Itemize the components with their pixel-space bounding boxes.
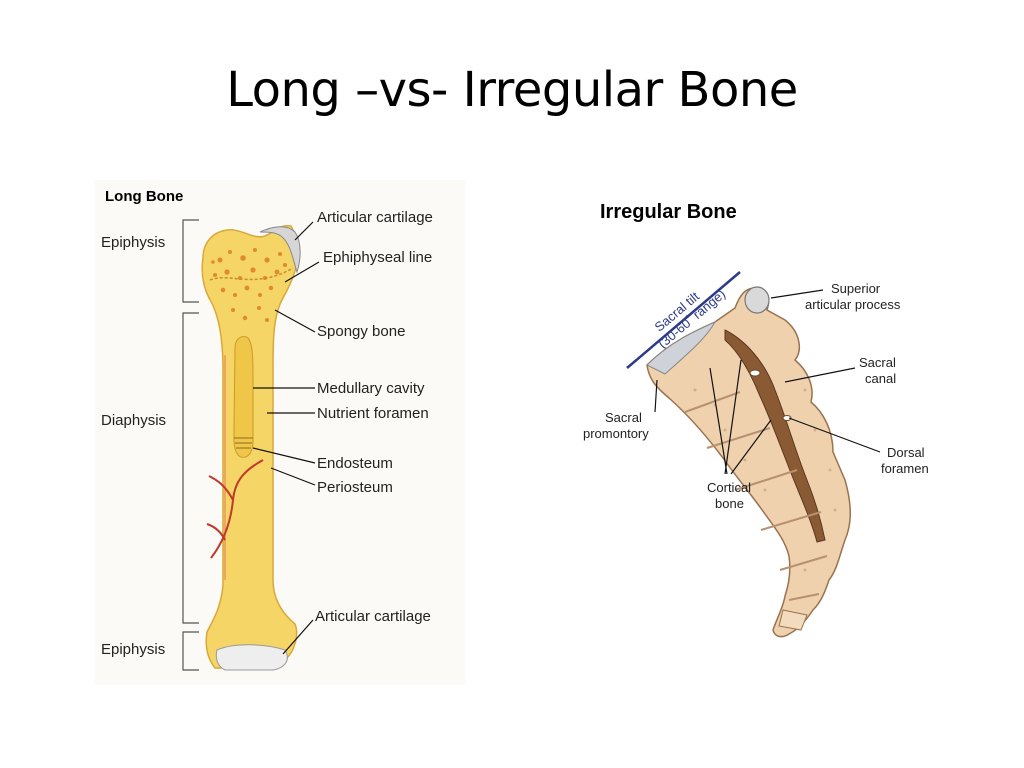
long-bone-diagram: Long Bone Epiphysis Diaphysis Epiphysis bbox=[95, 180, 465, 685]
label-dorsal-2: foramen bbox=[881, 461, 929, 476]
label-spongy-bone: Spongy bone bbox=[317, 323, 405, 340]
nutrient-vessel bbox=[206, 459, 264, 559]
label-periosteum: Periosteum bbox=[317, 479, 393, 496]
sacrum-illustration bbox=[646, 286, 851, 638]
region-epiphysis-top: Epiphysis bbox=[101, 234, 165, 251]
sacral-tilt-line bbox=[626, 271, 741, 369]
long-bone-leaders bbox=[252, 221, 320, 655]
diaphysis-bracket bbox=[182, 312, 199, 624]
medullary-cavity-shape bbox=[233, 335, 254, 458]
label-dorsal-1: Dorsal bbox=[887, 445, 925, 460]
region-diaphysis: Diaphysis bbox=[101, 412, 166, 429]
irregular-bone-heading: Irregular Bone bbox=[600, 201, 737, 223]
label-superior-1: Superior bbox=[831, 281, 881, 296]
label-articular-cartilage-bottom: Articular cartilage bbox=[315, 608, 431, 625]
label-promontory-1: Sacral bbox=[605, 410, 642, 425]
irregular-bone-diagram: Irregular Bone Sacral tilt (30-60˚ range… bbox=[583, 201, 929, 638]
label-epiphyseal-line: Ephiphyseal line bbox=[323, 249, 432, 266]
label-articular-cartilage-top: Articular cartilage bbox=[317, 209, 433, 226]
label-cortical-1: Cortical bbox=[707, 480, 751, 495]
label-endosteum: Endosteum bbox=[317, 455, 393, 472]
irregular-bone-leaders bbox=[654, 289, 881, 475]
label-superior-2: articular process bbox=[805, 297, 901, 312]
slide-title: Long –vs- Irregular Bone bbox=[226, 62, 798, 118]
epiphysis-top-bracket bbox=[182, 219, 199, 303]
label-sacral-canal-1: Sacral bbox=[859, 355, 896, 370]
label-promontory-2: promontory bbox=[583, 426, 649, 441]
long-bone-illustration bbox=[201, 224, 301, 671]
long-bone-heading: Long Bone bbox=[105, 188, 183, 205]
region-epiphysis-bottom: Epiphysis bbox=[101, 641, 165, 658]
label-cortical-2: bone bbox=[715, 496, 744, 511]
label-nutrient-foramen: Nutrient foramen bbox=[317, 405, 429, 422]
spongy-bone-texture bbox=[211, 248, 287, 322]
label-sacral-canal-2: canal bbox=[865, 371, 896, 386]
epiphysis-bottom-bracket bbox=[182, 631, 199, 671]
label-medullary-cavity: Medullary cavity bbox=[317, 380, 425, 397]
